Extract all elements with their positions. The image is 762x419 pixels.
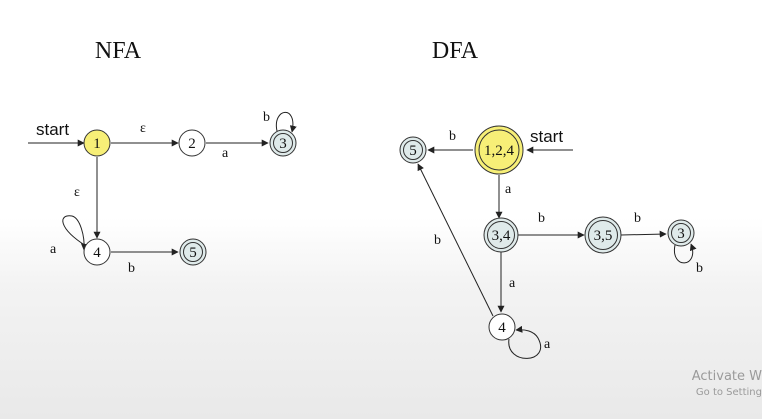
- nfa-state-3-inner-ring: [273, 133, 293, 153]
- nfa-edge-label-4-5: b: [128, 261, 135, 276]
- dfa-edge-label-35-3: b: [634, 211, 641, 226]
- dfa-state-1-2-4-label: 1,2,4: [484, 143, 515, 159]
- dfa-start-label: start: [530, 127, 563, 146]
- nfa-state-3-label: 3: [279, 136, 287, 152]
- dfa-edge-3-3: [673, 243, 697, 264]
- dfa-edge-label-4-5: b: [434, 233, 441, 248]
- dfa-edge-label-34-35: b: [538, 211, 545, 226]
- nfa-edge-3-3: [275, 111, 297, 133]
- nfa-edge-label-3-3: b: [263, 110, 270, 125]
- nfa-edge-label-2-3: a: [222, 146, 229, 161]
- dfa-title: DFA: [432, 38, 479, 64]
- activate-windows-watermark: Activate W: [691, 369, 762, 384]
- dfa-state-3-4: 3,4: [483, 217, 519, 253]
- nfa-state-5-label: 5: [189, 245, 197, 261]
- dfa-edge-label-124-5: b: [449, 129, 456, 144]
- dfa-state-1-2-4-inner-ring: [478, 129, 520, 171]
- nfa-state-1: 1: [83, 129, 111, 157]
- nfa-edge-4-4: [62, 215, 88, 251]
- dfa-edge-label-3-3: b: [696, 261, 703, 276]
- dfa-state-3-4-label: 3,4: [492, 228, 511, 244]
- dfa-state-3-4-inner-ring: [487, 221, 515, 249]
- nfa-state-1-label: 1: [93, 136, 101, 152]
- go-to-settings-watermark: Go to Setting: [695, 387, 762, 398]
- dfa-state-4-label: 4: [498, 320, 506, 336]
- dfa-edge-4-5: [417, 163, 494, 317]
- nfa-state-2-label: 2: [188, 136, 196, 152]
- nfa-state-2-circle: [178, 129, 206, 157]
- dfa-state-5: 5: [399, 136, 427, 164]
- dfa-state-3-5-inner-ring: [588, 220, 618, 250]
- dfa-edge-label-34-4: a: [509, 276, 516, 291]
- dfa-diagram: start b a b b b a a b 1,2,4 5: [399, 125, 703, 359]
- nfa-edge-label-1-2: ε: [140, 121, 146, 136]
- nfa-state-4-circle: [83, 238, 111, 266]
- dfa-state-1-2-4: 1,2,4: [474, 125, 524, 175]
- dfa-edge-4-4: [508, 325, 541, 359]
- nfa-edge-label-4-4: a: [50, 242, 57, 257]
- dfa-state-3-5-circle: [584, 216, 622, 254]
- dfa-edge-label-124-34: a: [505, 182, 512, 197]
- dfa-state-3-inner-ring: [671, 223, 691, 243]
- dfa-state-3: 3: [667, 219, 695, 247]
- dfa-state-1-2-4-circle: [474, 125, 524, 175]
- nfa-state-5-inner-ring: [183, 242, 203, 262]
- dfa-edge-label-4-4: a: [544, 337, 551, 352]
- nfa-start-label: start: [36, 120, 69, 139]
- nfa-state-4-label: 4: [93, 245, 101, 261]
- nfa-state-4: 4: [83, 238, 111, 266]
- nfa-state-2: 2: [178, 129, 206, 157]
- dfa-state-3-5: 3,5: [584, 216, 622, 254]
- dfa-state-5-label: 5: [409, 143, 417, 159]
- nfa-state-1-circle: [83, 129, 111, 157]
- nfa-title: NFA: [95, 38, 142, 64]
- nfa-state-5: 5: [179, 238, 207, 266]
- dfa-state-3-label: 3: [677, 226, 685, 242]
- nfa-edge-label-1-4: ε: [74, 185, 80, 200]
- dfa-state-3-5-label: 3,5: [594, 228, 613, 244]
- dfa-state-3-4-circle: [483, 217, 519, 253]
- dfa-state-5-inner-ring: [403, 140, 423, 160]
- dfa-state-4-circle: [488, 313, 516, 341]
- dfa-edge-35-3: [620, 230, 667, 238]
- nfa-state-3: 3: [269, 129, 297, 157]
- nfa-diagram: start ε a b ε a b 1 2 3 4: [28, 110, 297, 276]
- dfa-state-4: 4: [488, 313, 516, 341]
